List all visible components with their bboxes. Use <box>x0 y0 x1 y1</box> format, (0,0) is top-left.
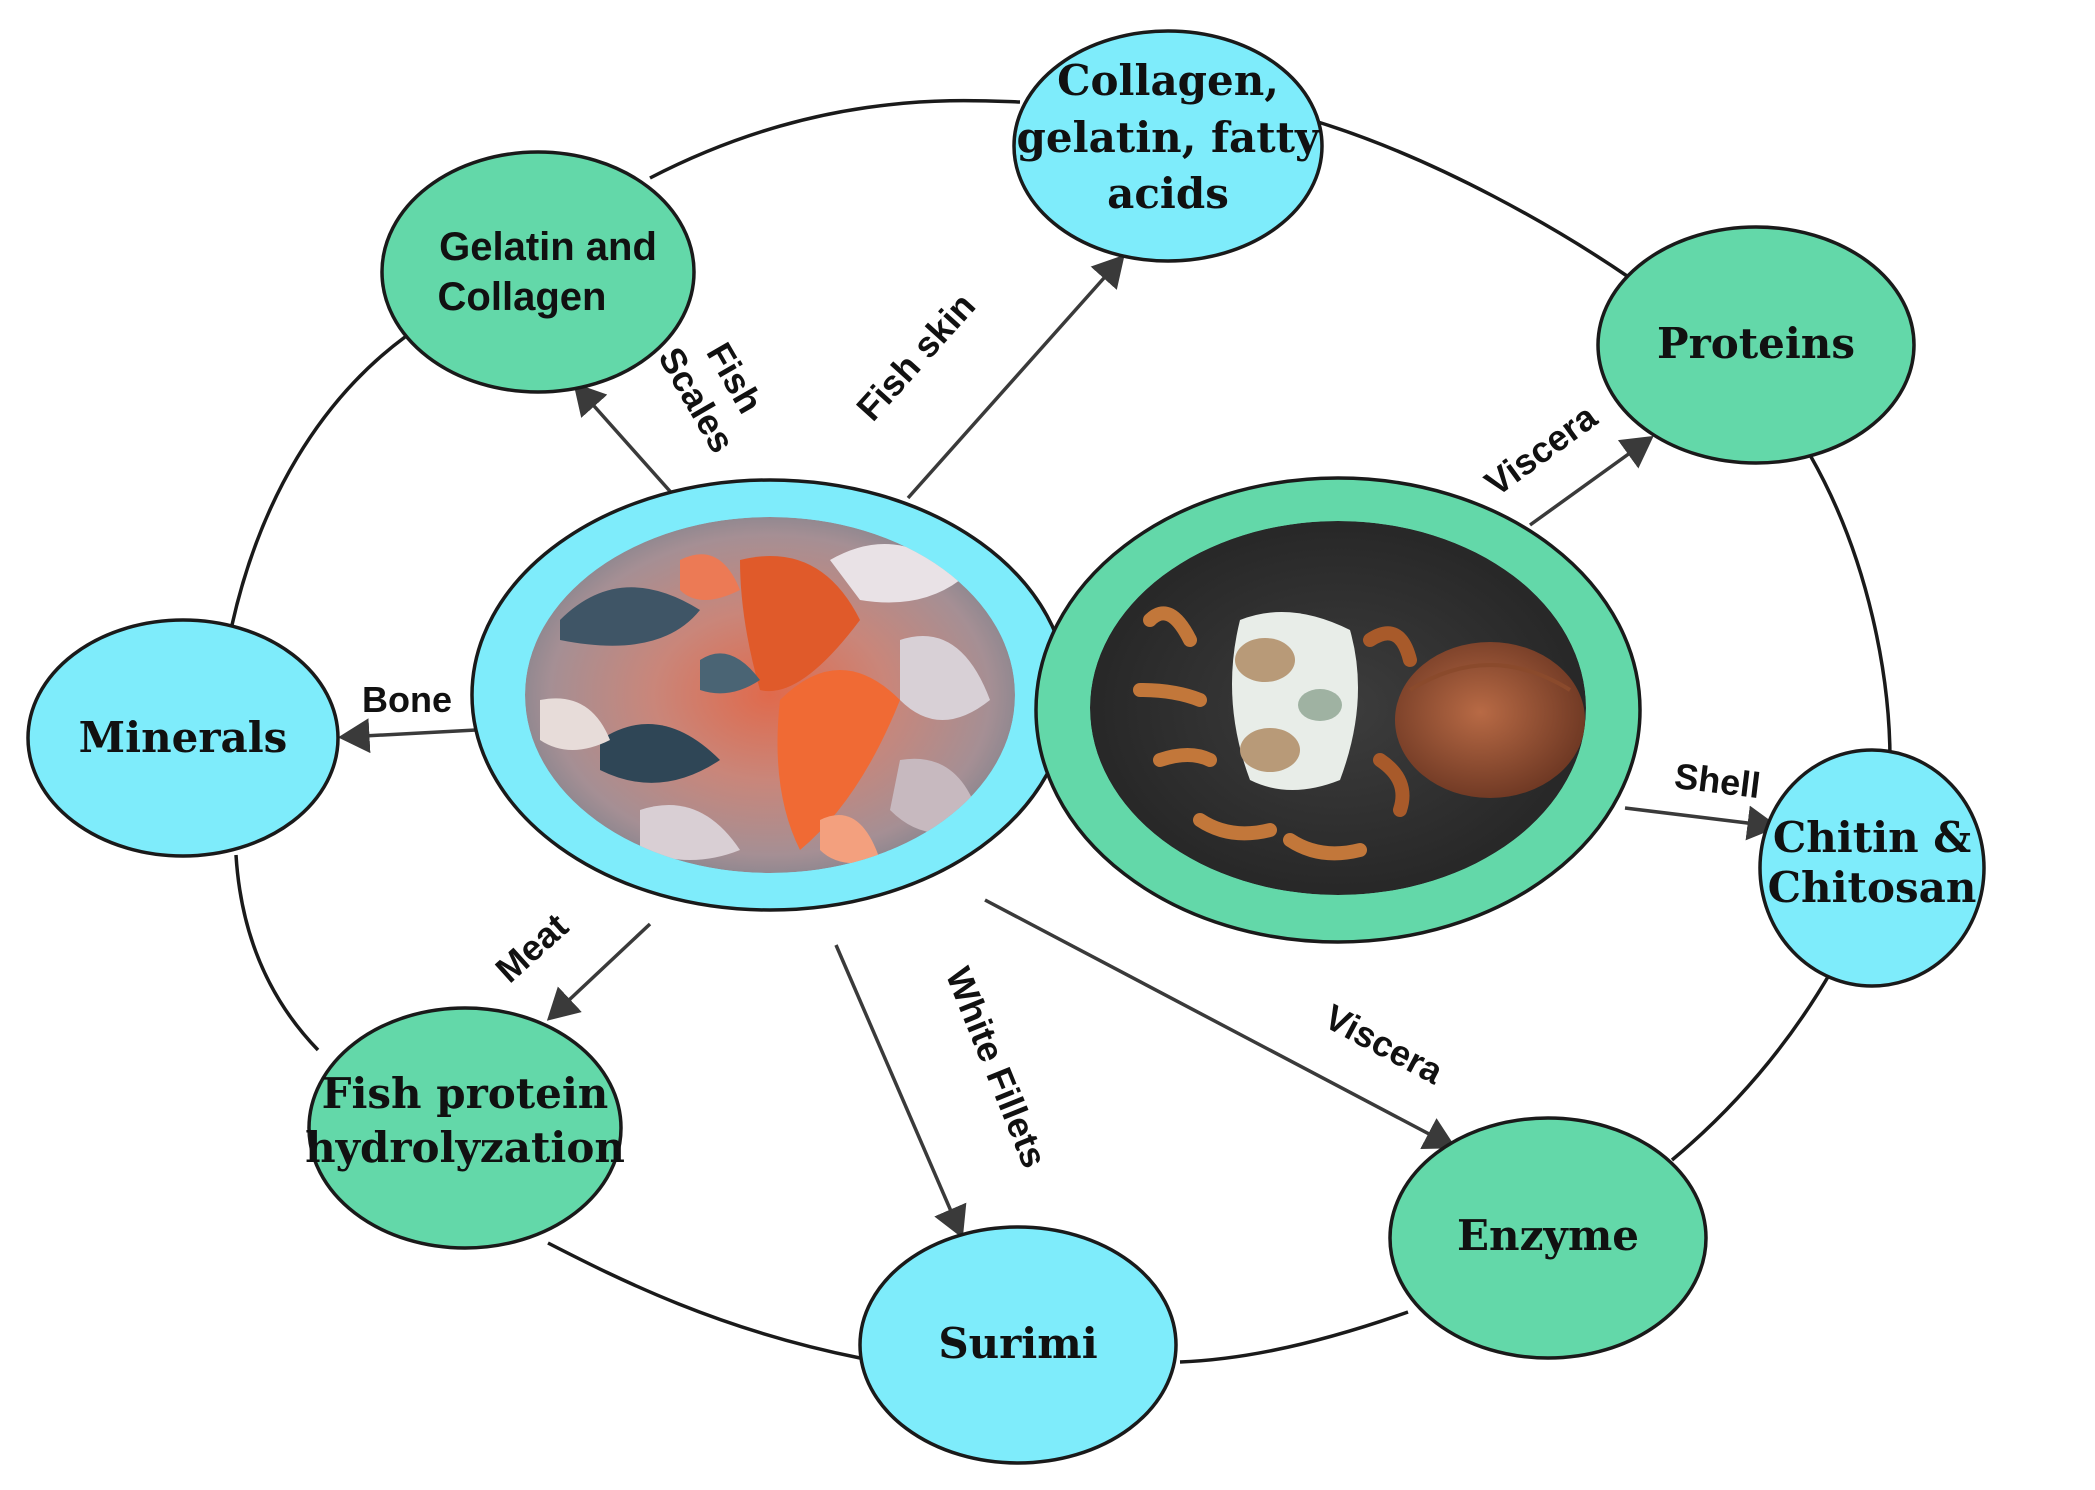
node-collagen-gelatin-fatty-line3: acids <box>1107 169 1229 218</box>
arrow-shell <box>1624 805 1779 841</box>
edge-label-bone: Bone <box>362 679 452 720</box>
arrow-meat <box>546 922 652 1021</box>
node-collagen-gelatin-fatty-acids: Collagen, gelatin, fatty acids <box>1012 29 1324 263</box>
node-gelatin-collagen: Gelatin and Collagen <box>380 150 696 394</box>
edge-label-meat: Meat <box>487 905 575 990</box>
node-gelatin-collagen-line1: Gelatin and <box>439 225 657 269</box>
arrow-viscera-fish <box>984 898 1457 1150</box>
fish-waste-photo <box>525 517 1015 873</box>
node-collagen-gelatin-fatty-line1: Collagen, <box>1057 56 1279 105</box>
node-gelatin-collagen-line2: Collagen <box>438 275 607 319</box>
edge-label-shell: Shell <box>1672 755 1762 806</box>
node-chitin-chitosan-line1: Chitin & <box>1773 813 1971 862</box>
arrow-fish-scales <box>573 382 678 500</box>
crab-shell-photo <box>1090 521 1586 895</box>
node-fish-protein-line2: hydrolyzation <box>305 1123 625 1172</box>
node-fish-protein-line1: Fish protein <box>322 1069 609 1118</box>
arrow-fish-skin <box>906 254 1125 500</box>
edge-label-viscera-fish: Viscera <box>1318 996 1451 1092</box>
node-proteins: Proteins <box>1596 225 1916 465</box>
arrow-white-fillets <box>834 944 967 1239</box>
node-enzyme-line1: Enzyme <box>1457 1211 1639 1260</box>
edge-label-white-fillets: White Fillets <box>938 961 1055 1173</box>
arrow-viscera-crab <box>1528 435 1654 527</box>
node-chitin-chitosan-line2: Chitosan <box>1768 863 1977 912</box>
node-proteins-line1: Proteins <box>1657 319 1855 368</box>
edge-label-fish-skin: Fish skin <box>848 285 983 428</box>
fish-waste-hub <box>470 478 1070 912</box>
edge-label-viscera-crab: Viscera <box>1477 395 1605 504</box>
node-surimi: Surimi <box>858 1225 1178 1465</box>
node-fish-protein-hydrolyzation: Fish protein hydrolyzation <box>305 1006 625 1250</box>
node-surimi-line1: Surimi <box>938 1319 1097 1368</box>
arrow-bone <box>338 718 477 754</box>
node-chitin-chitosan: Chitin & Chitosan <box>1758 748 1986 988</box>
node-collagen-gelatin-fatty-line2: gelatin, fatty <box>1017 113 1321 162</box>
crab-waste-hub <box>1034 476 1642 944</box>
node-minerals-line1: Minerals <box>79 713 288 762</box>
edge-label-fish-scales: Fish Scales <box>650 335 771 459</box>
node-minerals: Minerals <box>26 618 340 858</box>
outer-ring <box>230 98 1892 1364</box>
node-enzyme: Enzyme <box>1388 1116 1708 1360</box>
